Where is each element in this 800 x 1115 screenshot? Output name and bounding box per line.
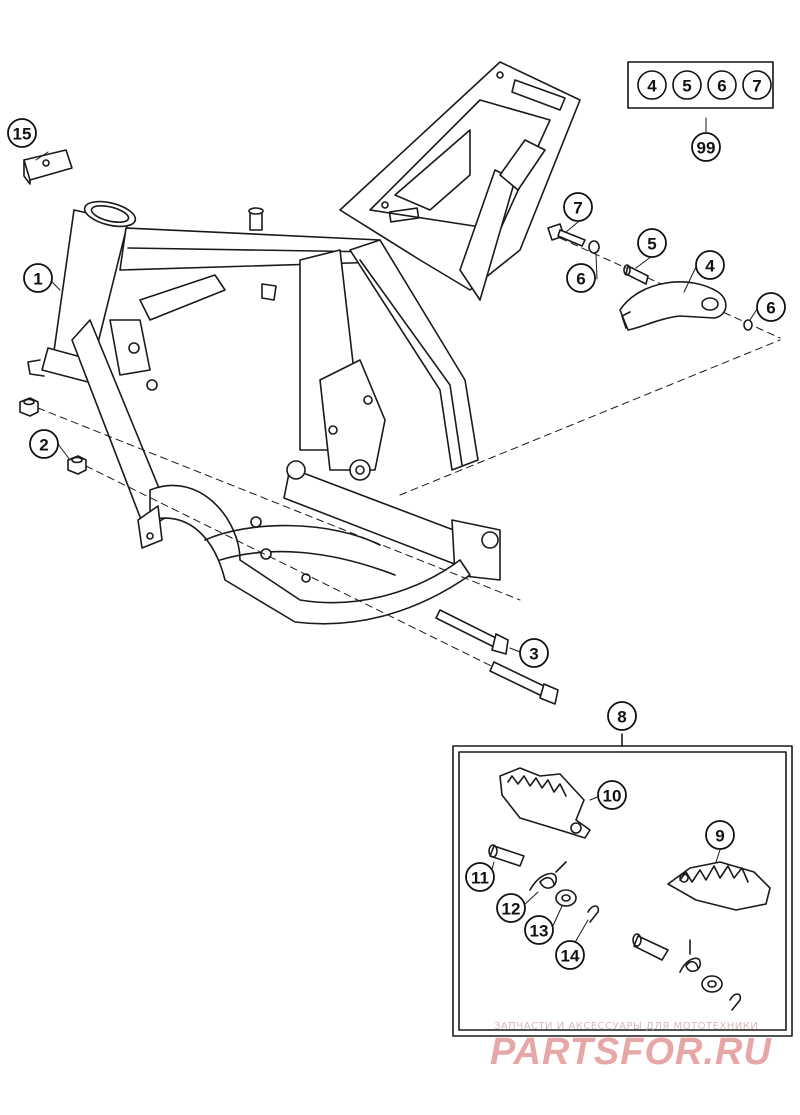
washer-6b — [743, 319, 753, 331]
washer-6a — [588, 240, 600, 254]
callout-6a: 6 — [576, 270, 585, 289]
callout-15: 15 — [13, 125, 32, 144]
pin-11 — [488, 844, 525, 867]
nut-lower — [67, 455, 87, 475]
callout-3: 3 — [529, 645, 538, 664]
callout-2: 2 — [39, 436, 48, 455]
callout-14: 14 — [561, 947, 580, 966]
spring-right — [679, 939, 701, 973]
callout-7: 7 — [573, 199, 582, 218]
bolt-upper — [435, 609, 509, 655]
callout-4: 4 — [705, 257, 715, 276]
callout-10: 10 — [603, 787, 622, 806]
callout-6b: 6 — [766, 299, 775, 318]
callout-9: 9 — [715, 827, 724, 846]
kit-item-7: 7 — [752, 77, 761, 96]
callout-13: 13 — [530, 922, 549, 941]
bushing-5 — [623, 264, 649, 285]
cotter-14 — [587, 905, 600, 923]
callout-12: 12 — [502, 900, 521, 919]
leader-lines — [35, 117, 758, 952]
footpeg-kit-inner — [458, 751, 787, 1031]
footpeg-10 — [499, 767, 591, 839]
frame-drawing — [27, 61, 581, 625]
callout-11: 11 — [471, 869, 489, 888]
callout-5: 5 — [647, 235, 656, 254]
callout-1: 1 — [33, 270, 42, 289]
watermark-tagline: ЗАПЧАСТИ И АКСЕССУАРЫ ДЛЯ МОТОТЕХНИКИ — [494, 1021, 758, 1032]
callout-8: 8 — [617, 708, 626, 727]
rubber-block — [23, 149, 73, 185]
pin-right — [632, 933, 669, 961]
steering-head — [27, 200, 137, 383]
kit-item-6: 6 — [717, 77, 726, 96]
screw-7 — [547, 223, 586, 247]
footpeg-9 — [667, 861, 771, 911]
bracket-4 — [619, 281, 727, 331]
cross-tube — [283, 467, 481, 571]
kit-item-5: 5 — [682, 77, 691, 96]
bolt-lower — [489, 661, 559, 705]
washer-right — [701, 975, 723, 993]
nut-upper — [19, 397, 39, 417]
spring-12 — [529, 861, 567, 891]
watermark-brand: PARTSFOR.RU — [490, 1031, 772, 1073]
rear-subframe — [339, 61, 581, 291]
kit-total-99: 99 — [697, 139, 716, 158]
callout-circles — [7, 118, 786, 970]
kit-item-4: 4 — [647, 77, 657, 96]
cotter-right — [729, 993, 742, 1011]
washer-13 — [555, 889, 577, 907]
